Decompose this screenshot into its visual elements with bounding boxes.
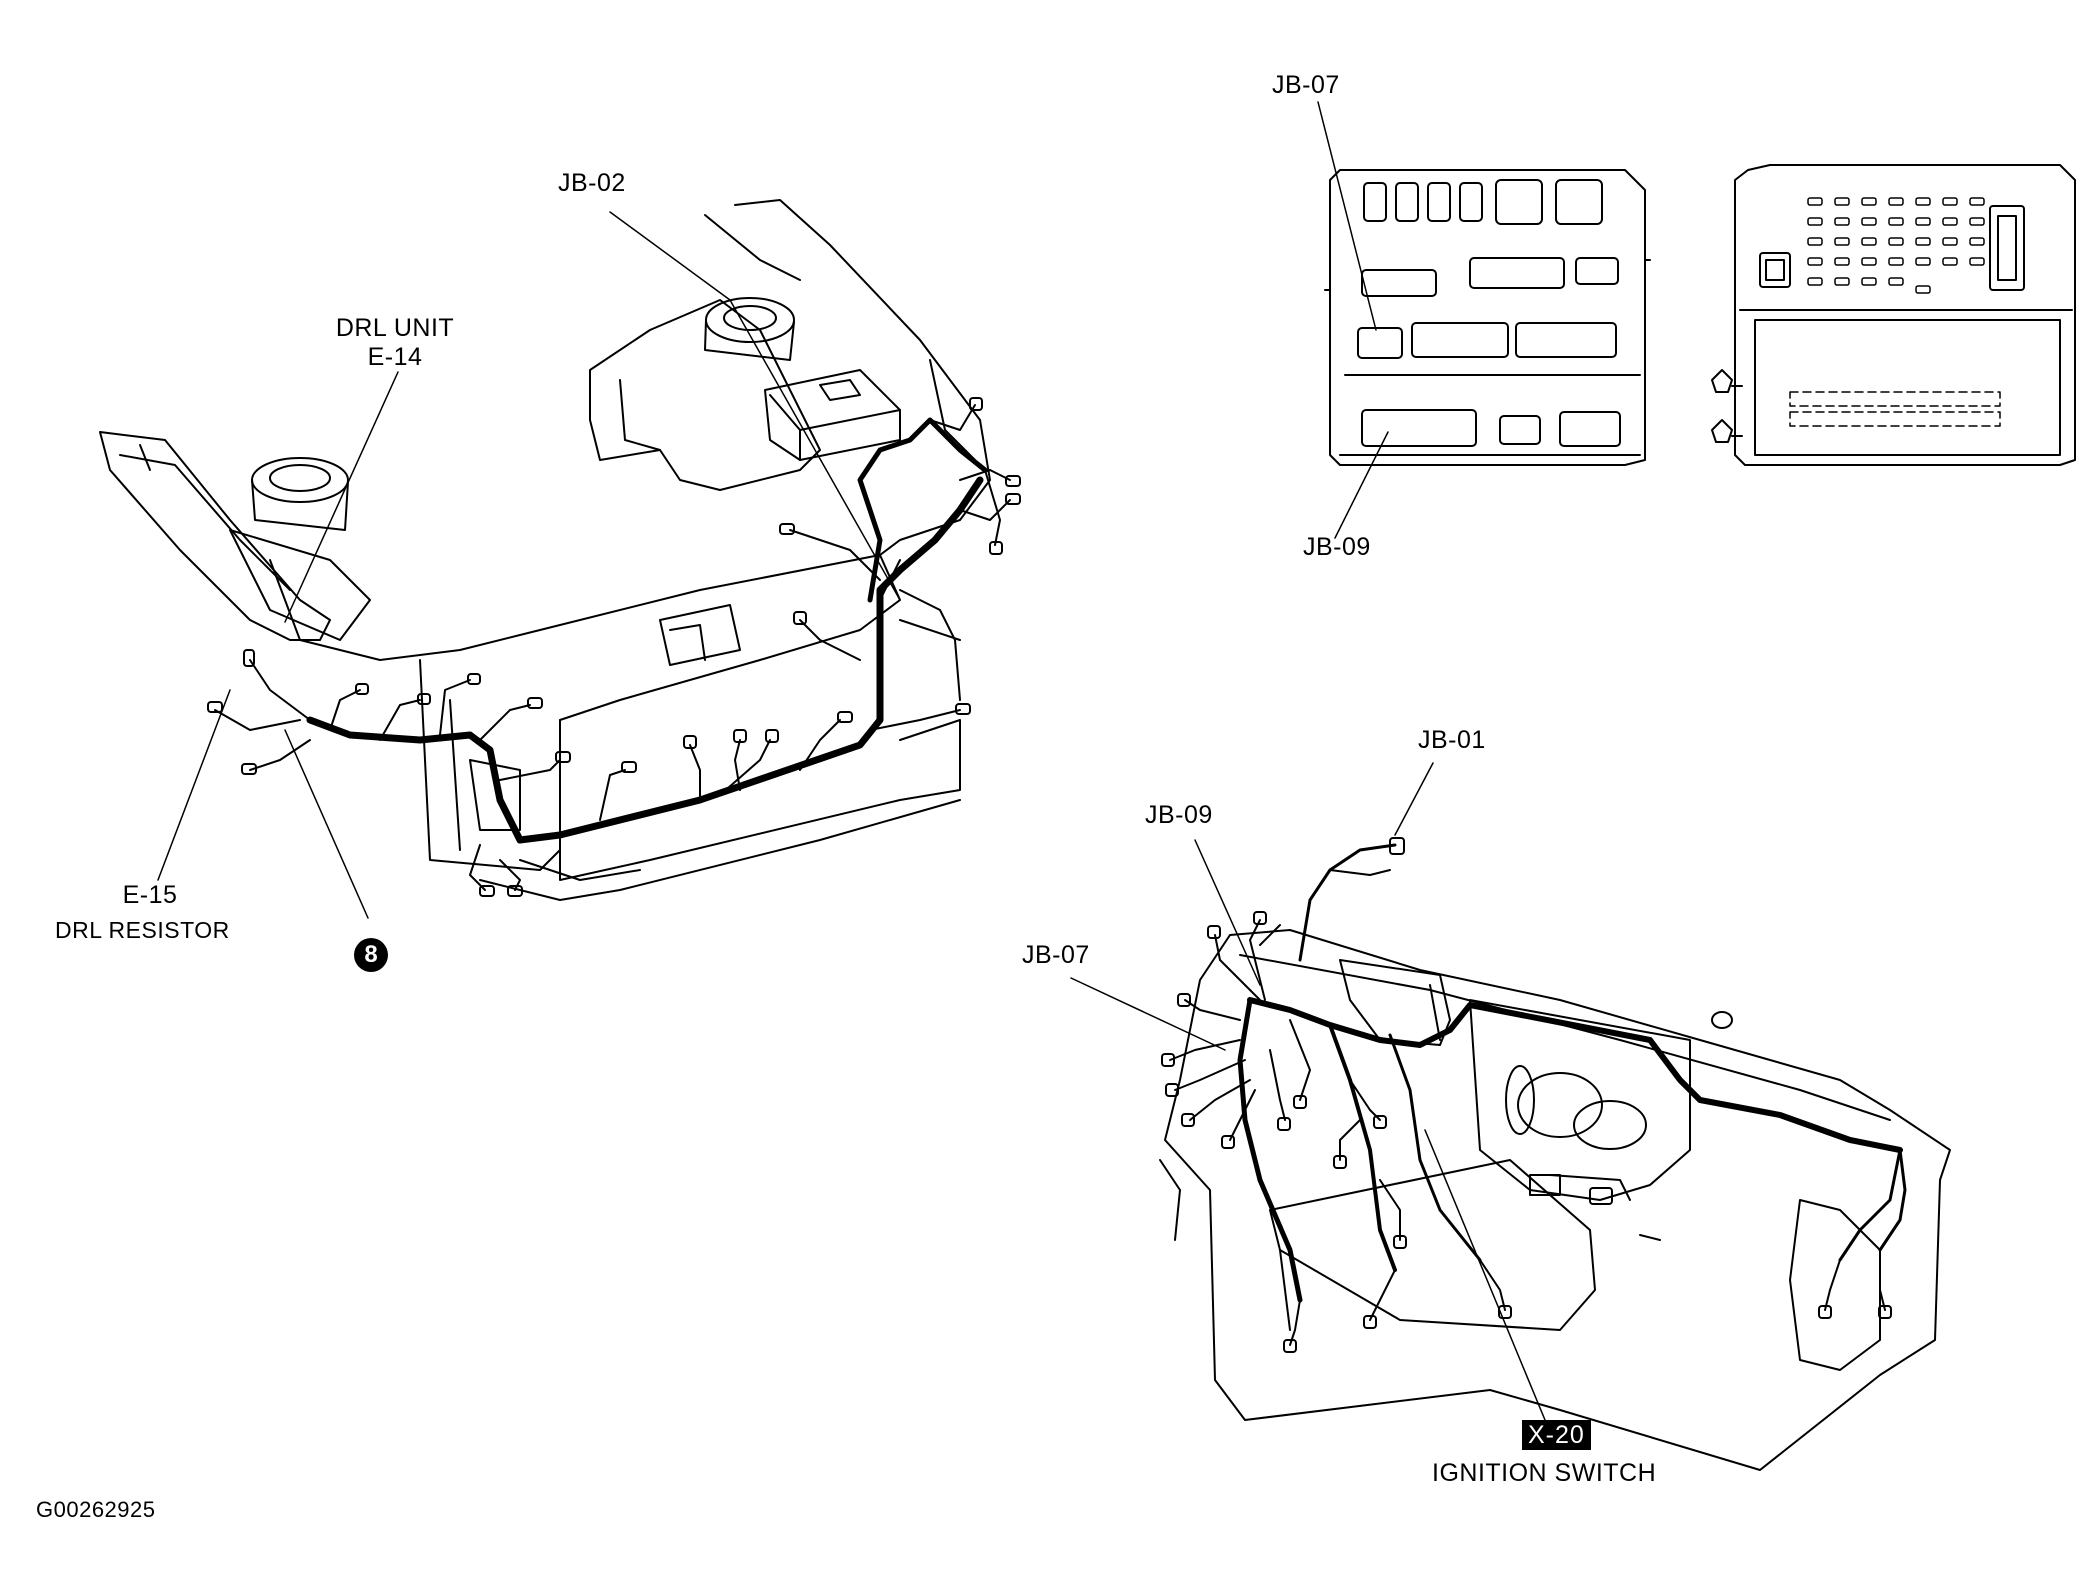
instrument-panel-drawing: [1159, 837, 1951, 1471]
dash-leader-lines: [1070, 762, 1546, 1421]
label-ignition-switch: IGNITION SWITCH: [1432, 1459, 1657, 1487]
label-x20: X-20: [1522, 1420, 1591, 1450]
label-drl-resistor: DRL RESISTOR: [55, 917, 230, 943]
engine-leader-lines: [157, 211, 901, 919]
label-jb01: JB-01: [1418, 726, 1486, 754]
junction-box-rear-view: [1711, 164, 2076, 466]
label-e15: E-15: [122, 881, 178, 909]
figure-id: G00262925: [36, 1497, 156, 1522]
label-jb09-dash: JB-09: [1145, 801, 1213, 829]
label-drl-unit: DRL UNIT: [335, 314, 455, 342]
engine-compartment-drawing: [99, 199, 1021, 901]
jb-leader-lines: [1317, 101, 1389, 539]
label-e14: E-14: [367, 343, 423, 371]
label-jb07-dash: JB-07: [1022, 941, 1090, 969]
label-jb07-box: JB-07: [1272, 71, 1340, 99]
label-jb02: JB-02: [558, 169, 626, 197]
reference-number-badge: 8: [354, 938, 388, 972]
label-jb09-box: JB-09: [1303, 533, 1371, 561]
junction-box-front-view: [1324, 169, 1651, 466]
